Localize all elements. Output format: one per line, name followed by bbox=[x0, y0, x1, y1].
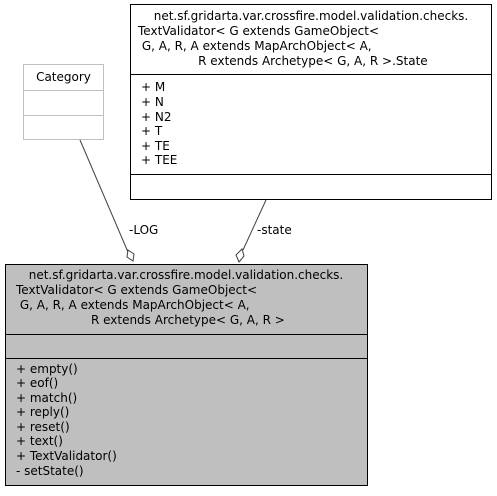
text-validator-operation: - setState() bbox=[16, 464, 84, 478]
state-attribute: + M bbox=[141, 80, 165, 94]
text-validator-operation: + empty() bbox=[16, 362, 78, 376]
log-association-line bbox=[79, 139, 129, 253]
log-aggregation-diamond bbox=[126, 249, 135, 262]
text-validator-operation: + match() bbox=[16, 391, 77, 405]
state-class-title-line-3: G, A, R, A extends MapArchObject< A, bbox=[138, 39, 372, 53]
category-class-name: Category bbox=[36, 70, 91, 84]
text-validator-operation: + TextValidator() bbox=[16, 449, 117, 463]
state-class-box bbox=[130, 4, 492, 200]
state-aggregation-diamond bbox=[235, 248, 245, 263]
state-attribute: + TEE bbox=[141, 153, 177, 167]
text-validator-class-box bbox=[5, 264, 368, 486]
text-validator-title-line-2: TextValidator< G extends GameObject< bbox=[15, 283, 257, 297]
text-validator-class: net.sf.gridarta.var.crossfire.model.vali… bbox=[5, 264, 368, 486]
state-attribute: + N bbox=[141, 95, 164, 109]
state-association-label: -state bbox=[257, 223, 292, 237]
text-validator-title-line-1: net.sf.gridarta.var.crossfire.model.vali… bbox=[29, 268, 344, 282]
state-class-title-line-1: net.sf.gridarta.var.crossfire.model.vali… bbox=[154, 9, 469, 23]
text-validator-title-line-3: G, A, R, A extends MapArchObject< A, bbox=[16, 298, 250, 312]
text-validator-operation: + reset() bbox=[16, 420, 70, 434]
state-association-line bbox=[242, 199, 267, 251]
text-validator-operation: + reply() bbox=[16, 405, 69, 419]
category-class: Category bbox=[23, 64, 104, 140]
state-class-title-line-4: R extends Archetype< G, A, R >.State bbox=[194, 54, 427, 68]
category-class-box bbox=[23, 64, 104, 140]
state-association: -state bbox=[235, 199, 292, 263]
state-attribute: + TE bbox=[141, 139, 170, 153]
text-validator-title-line-4: R extends Archetype< G, A, R > bbox=[87, 313, 285, 327]
text-validator-operation: + eof() bbox=[16, 376, 58, 390]
log-association: -LOG bbox=[79, 139, 158, 262]
text-validator-operation: + text() bbox=[16, 434, 63, 448]
state-attribute: + T bbox=[141, 124, 163, 138]
state-class: net.sf.gridarta.var.crossfire.model.vali… bbox=[130, 4, 492, 200]
state-attribute: + N2 bbox=[141, 110, 171, 124]
state-class-title-line-2: TextValidator< G extends GameObject< bbox=[137, 24, 379, 38]
log-association-label: -LOG bbox=[129, 223, 158, 237]
